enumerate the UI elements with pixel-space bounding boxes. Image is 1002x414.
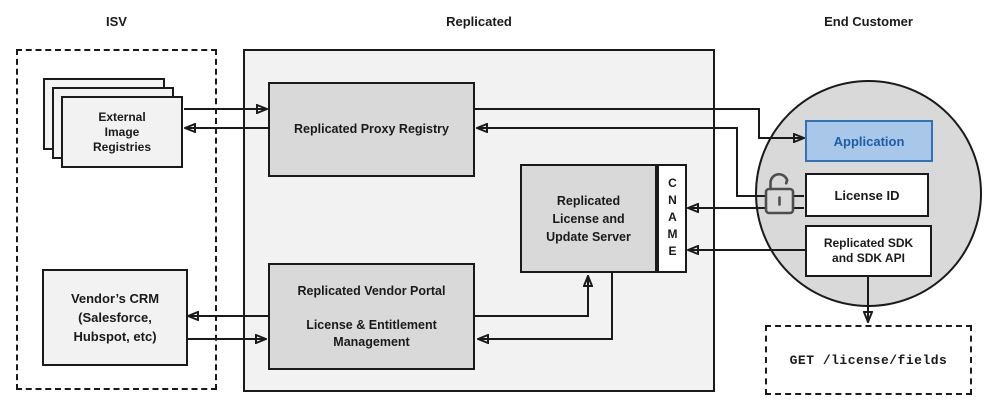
isv-dashed-container [16,49,217,390]
vendors-crm-node: Vendor’s CRM (Salesforce, Hubspot, etc) [42,269,188,366]
replicated-sdk-node: Replicated SDK and SDK API [805,225,932,277]
section-label-isv: ISV [106,14,127,29]
cname-node: CNAME [657,164,687,273]
section-label-replicated: Replicated [446,14,512,29]
vendor-portal-node: Replicated Vendor Portal License & Entit… [268,263,475,370]
proxy-registry-node: Replicated Proxy Registry [268,82,475,177]
external-image-registries-node: External Image Registries [61,96,183,168]
application-node: Application [805,120,933,162]
section-label-end-customer: End Customer [824,14,913,29]
get-license-fields-node: GET /license/fields [765,325,972,395]
license-update-server-node: Replicated License and Update Server [520,164,657,273]
license-id-node: License ID [805,173,929,217]
